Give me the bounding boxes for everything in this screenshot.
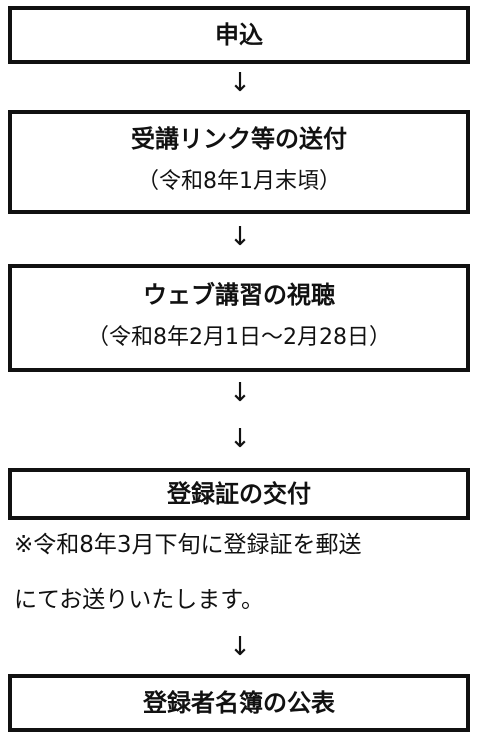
step-certificate-title: 登録証の交付 [167, 480, 311, 508]
step-send-link-box: 受講リンク等の送付 （令和8年1月末頃） [8, 110, 470, 214]
step-apply-box: 申込 [8, 6, 470, 64]
step-web-course-date: （令和8年2月1日～2月28日） [87, 325, 391, 350]
step-publish-roster-box: 登録者名簿の公表 [8, 674, 470, 732]
certificate-note-line-2: にてお送りいたします。 [14, 587, 265, 613]
certificate-note-line-1: ※令和8年3月下旬に登録証を郵送 [14, 532, 362, 558]
step-certificate-box: 登録証の交付 [8, 468, 470, 520]
flow-arrow-5: ↓ [229, 632, 251, 662]
step-publish-roster-title: 登録者名簿の公表 [143, 689, 335, 717]
flow-arrow-3: ↓ [229, 378, 251, 408]
flow-arrow-1: ↓ [229, 68, 251, 98]
step-web-course-title: ウェブ講習の視聴 [143, 281, 335, 309]
flow-arrow-4: ↓ [229, 424, 251, 454]
step-apply-title: 申込 [215, 21, 263, 49]
step-send-link-title: 受講リンク等の送付 [131, 125, 347, 153]
step-send-link-date: （令和8年1月末頃） [137, 169, 341, 194]
flow-arrow-2: ↓ [229, 222, 251, 252]
step-web-course-box: ウェブ講習の視聴 （令和8年2月1日～2月28日） [8, 264, 470, 372]
